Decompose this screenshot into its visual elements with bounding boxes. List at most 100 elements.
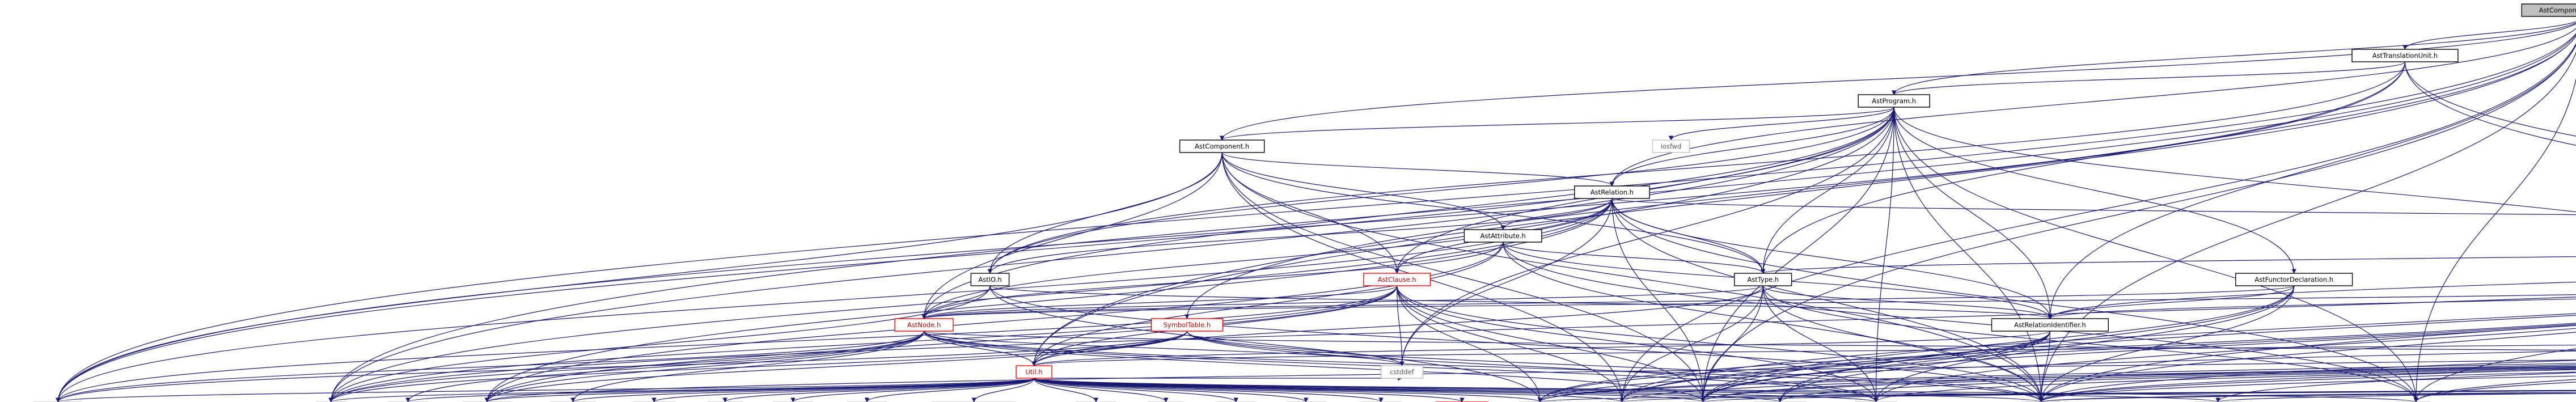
node-anode-box — [894, 318, 954, 332]
node-aclause-label: AstClause.h — [1378, 276, 1416, 283]
edge-aprog-to-acomp — [1220, 107, 1894, 141]
edge-afunct-to-string — [2038, 285, 2295, 402]
node-symtab[interactable]: SymbolTable.h — [1150, 318, 1224, 332]
edge-atype-to-utility — [1619, 285, 1763, 402]
edge-util-to-cstdlib — [1033, 378, 1099, 402]
edge-symtab-to-memory — [56, 331, 1187, 402]
node-acomp-box — [1179, 139, 1265, 153]
edge-root-to-map — [328, 33, 2576, 402]
edge-root-to-set — [2413, 78, 2576, 402]
edge-aprog-to-string — [1893, 107, 2044, 402]
node-aio-label: AstIO.h — [978, 276, 1001, 283]
edge-util-to-ramtypes — [1033, 378, 1465, 402]
edge-util-to-cassert — [1033, 378, 1879, 402]
node-afunct[interactable]: AstFunctorDeclaration.h — [2235, 273, 2353, 286]
edge-aprog-to-cassert — [1873, 107, 1894, 402]
node-arel[interactable]: AstRelation.h — [1574, 185, 1650, 199]
node-atu-label: AstTranslationUnit.h — [2372, 52, 2438, 60]
node-aprog[interactable]: AstProgram.h — [1858, 94, 1930, 108]
edge-errrep-to-vector — [1701, 367, 2576, 402]
edge-anode-to-cctype — [405, 331, 925, 402]
edge-afunct-to-algorithm — [1778, 285, 2295, 402]
node-acomp-label: AstComponent.h — [1195, 142, 1249, 150]
edge-util-to-cerrno — [1033, 378, 1238, 402]
edge-root-to-arel — [1609, 28, 2576, 187]
edge-root-to-utility — [1619, 43, 2576, 402]
edge-apragma-to-vector — [1701, 325, 2576, 402]
node-aio[interactable]: AstIO.h — [970, 273, 1010, 286]
edge-atype-to-util — [1031, 285, 1763, 366]
edge-dbgrep-to-string — [2038, 369, 2576, 402]
node-acomp[interactable]: AstComponent.h — [1179, 139, 1265, 153]
node-iosfwd: iosfwd — [1652, 139, 1690, 153]
edge-errrep-to-string — [2038, 371, 2576, 402]
edge-util-to-condvar — [971, 378, 1035, 402]
edge-dbgrep-to-vector — [1701, 364, 2576, 402]
edge-util-to-ostream — [1033, 378, 1542, 402]
edge-apragma-to-ostream — [1537, 323, 2576, 402]
edge-root-to-memory — [56, 33, 2576, 402]
node-atu[interactable]: AstTranslationUnit.h — [2351, 49, 2459, 62]
edge-arelid-to-utility — [1619, 331, 2050, 402]
edge-aprog-to-atype — [1761, 107, 1894, 274]
edge-aattr-to-anode — [921, 242, 1504, 319]
edge-arel-to-string — [1611, 198, 2044, 402]
edge-aattr-to-string — [1503, 242, 2044, 402]
node-anode[interactable]: AstNode.h — [894, 318, 954, 332]
edge-arel-to-arelid — [1611, 198, 2053, 319]
edge-anode-to-string — [924, 331, 2044, 402]
edge-util-to-array — [722, 378, 1035, 402]
node-aprog-box — [1858, 94, 1930, 108]
edge-aio-to-map — [328, 285, 991, 402]
edge-aattr-to-iostream — [484, 242, 1504, 402]
edge-apragma-to-anode — [922, 294, 2576, 319]
node-cstddef-label: cstddef — [1390, 368, 1414, 376]
edge-acomp-to-memory — [56, 152, 1223, 402]
edge-atrans-to-string — [2039, 392, 2576, 402]
edge-srcloc-to-sstream — [2216, 393, 2576, 402]
edge-util-to-atomic — [790, 378, 1035, 402]
edge-errrep-to-algorithm — [1778, 368, 2576, 402]
node-root-label: AstComponentChecker.cpp — [2539, 6, 2576, 14]
edge-anode-to-iostream — [484, 331, 925, 402]
edge-aanal-to-string — [2038, 359, 2576, 402]
edge-root-to-vector — [1701, 44, 2576, 402]
node-aattr-label: AstAttribute.h — [1481, 232, 1526, 240]
node-atype-box — [1734, 273, 1792, 286]
edge-afunct-to-anode — [922, 285, 2295, 319]
node-util-label: Util.h — [1025, 368, 1042, 376]
edge-arel-to-aio — [987, 198, 1613, 274]
edge-aprog-to-aio — [987, 107, 1894, 274]
node-aattr[interactable]: AstAttribute.h — [1463, 229, 1542, 243]
node-aclause[interactable]: AstClause.h — [1363, 273, 1431, 286]
edges-layer — [56, 21, 2576, 402]
edge-arel-to-anode — [921, 198, 1613, 319]
edge-aattr-to-atype — [1503, 242, 1766, 274]
edge-srcloc-to-vector — [1701, 390, 2576, 402]
node-afunct-label: AstFunctorDeclaration.h — [2254, 276, 2333, 283]
node-arelid[interactable]: AstRelationIdentifier.h — [1991, 318, 2109, 332]
edge-root-to-acomp — [1220, 23, 2576, 141]
node-util[interactable]: Util.h — [1016, 365, 1052, 379]
edge-aprog-to-vector — [1701, 107, 1894, 402]
edge-util-to-mutex — [1033, 378, 1169, 402]
edge-aprog-to-map — [328, 107, 1894, 402]
edge-symtab-to-string — [1186, 331, 2044, 402]
edge-aio-to-ostream — [989, 285, 1543, 402]
edge-symtab-to-map — [328, 331, 1187, 402]
edge-util-to-iostream — [485, 378, 1035, 402]
edge-apragma-to-arelid — [2048, 298, 2576, 319]
edge-afunct-to-vector — [1701, 285, 2295, 402]
edge-root-to-aprog — [1892, 22, 2576, 95]
edge-arelid-to-util — [1031, 331, 2050, 366]
node-symtab-box — [1150, 318, 1224, 332]
edge-compmodel-to-vector — [1701, 315, 2576, 402]
edge-afunct-to-arelid — [2048, 285, 2295, 319]
node-root[interactable]: AstComponentChecker.cpp — [2521, 3, 2576, 17]
edge-atu-to-aprog — [1892, 61, 2405, 95]
node-atype[interactable]: AstType.h — [1734, 273, 1792, 286]
edge-compmodel-to-arelid — [2048, 281, 2576, 319]
node-afunct-box — [2235, 273, 2353, 286]
node-iosfwd-label: iosfwd — [1661, 142, 1682, 150]
edge-dbgrep-to-set — [2413, 379, 2576, 402]
